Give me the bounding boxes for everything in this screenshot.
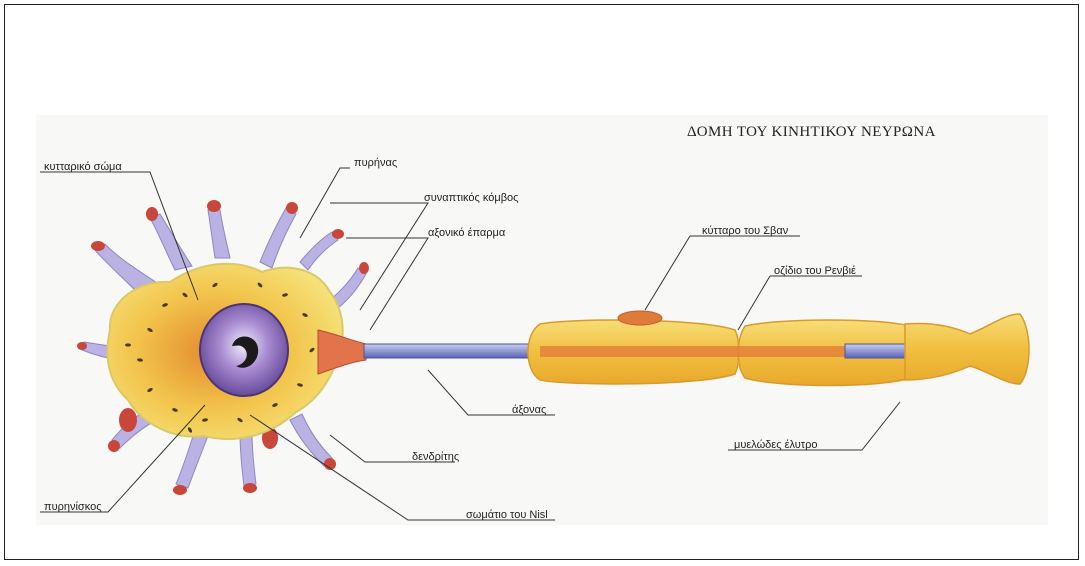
label-node-of-ranvier: οζίδιο του Ρενβιέ — [774, 265, 856, 277]
label-schwann-cell: κύτταρο του Σβαν — [702, 225, 788, 237]
nucleus — [200, 304, 288, 396]
axon — [364, 344, 544, 358]
label-dendrite: δενδρίτης — [412, 451, 459, 463]
myelin-cut-end — [905, 314, 1029, 384]
label-synaptic-knobs: συναπτικός κόμβος — [424, 192, 518, 204]
diagram-title: ΔΟΜΗ ΤΟΥ ΚΙΝΗΤΙΚΟΥ ΝΕΥΡΩΝΑ — [687, 124, 936, 141]
label-cell-body: κυτταρικό σώμα — [44, 161, 122, 173]
label-nucleus: πυρήνας — [354, 157, 397, 169]
label-myelin-sheath: μυελώδες έλυτρο — [734, 439, 817, 451]
axon-hillock — [318, 330, 366, 374]
label-nissl-body: σωμάτιο του Nisl — [466, 509, 548, 521]
label-axon-hillock: αξονικό έπαρμα — [428, 227, 505, 239]
schwann-cell — [618, 311, 662, 325]
label-nucleolus: πυρηνίσκος — [44, 501, 102, 513]
label-axon: άξονας — [512, 404, 546, 416]
